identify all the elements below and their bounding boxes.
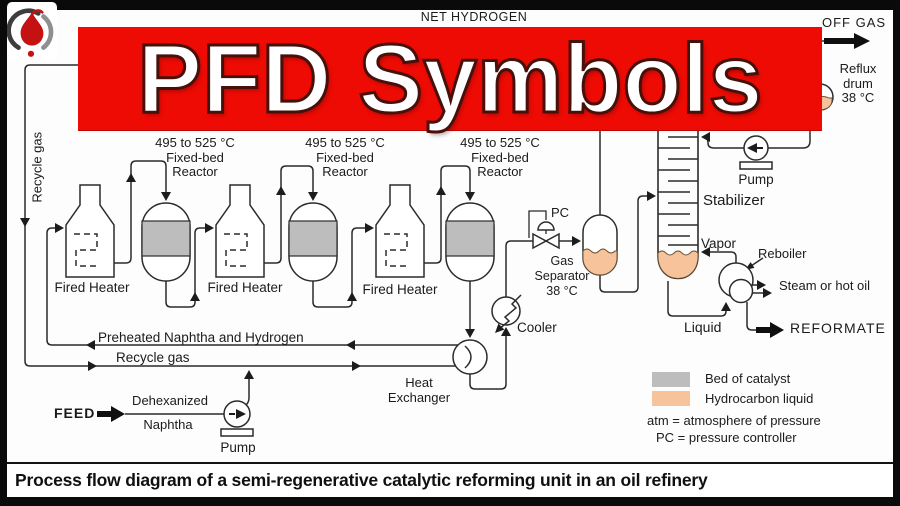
reactor-1	[141, 202, 191, 282]
vapor-label: Vapor	[701, 236, 737, 251]
catalyst-bed	[288, 220, 338, 257]
flow-arrows	[20, 132, 772, 379]
catalyst-bed	[141, 220, 191, 257]
off-gas-label: OFF GAS	[822, 15, 887, 30]
heat-exchanger-symbol	[452, 339, 488, 375]
gas-separator-label: Gas Separator 38 °C	[534, 254, 590, 298]
caption-text: Process flow diagram of a semi-regenerat…	[15, 470, 708, 490]
preheated-naphtha-label: Preheated Naphtha and Hydrogen	[98, 330, 304, 345]
fired-heater-label-3: Fired Heater	[362, 282, 438, 297]
legend-catalyst-swatch	[652, 372, 690, 387]
catalyst-bed	[445, 220, 495, 257]
cooler-symbol	[491, 294, 522, 333]
pump-symbol-reflux	[739, 135, 773, 170]
reformate-arrow-icon	[756, 322, 784, 338]
reformate-label: REFORMATE	[790, 320, 886, 336]
banner-title: PFD Symbols	[136, 23, 764, 133]
fired-heater-1	[65, 184, 115, 278]
stabilizer-trays	[658, 136, 698, 246]
title-banner: PFD Symbols	[78, 27, 822, 131]
dehexanized-label: Dehexanized	[132, 393, 208, 408]
legend-swatches	[652, 372, 690, 406]
reflux-pump-label: Pump	[738, 172, 774, 187]
fired-heater-label-1: Fired Heater	[54, 280, 130, 295]
fired-heater-2	[215, 184, 265, 278]
feed-arrow-icon	[97, 406, 125, 422]
reactor-label-3: 495 to 525 °C Fixed-bed Reactor	[460, 135, 540, 180]
reactor-label-1: 495 to 525 °C Fixed-bed Reactor	[155, 135, 235, 180]
reactor-2	[288, 202, 338, 282]
steam-or-hot-oil-label: Steam or hot oil	[779, 278, 871, 293]
cooler-label: Cooler	[517, 320, 557, 335]
pump-symbol-feed	[220, 400, 254, 437]
fired-heater-label-2: Fired Heater	[207, 280, 283, 295]
recycle-gas-label: Recycle gas	[116, 350, 190, 365]
recycle-gas-vertical-label: Recycle gas	[29, 131, 45, 203]
reactor-label-2: 495 to 525 °C Fixed-bed Reactor	[305, 135, 385, 180]
caption-strip: Process flow diagram of a semi-regenerat…	[7, 462, 893, 497]
pc-label: PC	[551, 205, 570, 220]
feed-pump-label: Pump	[220, 440, 256, 455]
off-gas-arrow-icon	[824, 33, 870, 49]
legend-liquid-label: Hydrocarbon liquid	[705, 391, 814, 406]
control-valve-symbol	[528, 210, 560, 250]
liquid-label: Liquid	[684, 319, 722, 335]
net-hydrogen-label: NET HYDROGEN	[420, 10, 528, 24]
stabilizer-label: Stabilizer	[703, 192, 765, 209]
bold-stream-arrows	[97, 33, 870, 422]
fired-heater-3	[375, 184, 425, 278]
reflux-drum-label: Reflux drum 38 °C	[839, 61, 877, 106]
gas-separator-vessel	[582, 214, 618, 276]
legend-catalyst-label: Bed of catalyst	[705, 371, 791, 386]
heat-exchanger-label: Heat Exchanger	[387, 375, 451, 405]
stabilizer-liquid	[657, 250, 699, 279]
reactor-3	[445, 202, 495, 282]
separator-liquid	[582, 248, 618, 276]
reboiler-label: Reboiler	[758, 246, 807, 261]
stabilizer-column	[657, 128, 699, 280]
legend-pc-note: PC = pressure controller	[656, 430, 797, 445]
flame-icon	[6, 8, 54, 57]
legend-liquid-swatch	[652, 391, 690, 406]
reboiler-symbol	[718, 262, 754, 304]
legend-atm-note: atm = atmosphere of pressure	[647, 413, 821, 428]
channel-logo	[6, 2, 57, 59]
feed-label: FEED	[54, 405, 96, 421]
naphtha-label: Naphtha	[143, 417, 193, 432]
